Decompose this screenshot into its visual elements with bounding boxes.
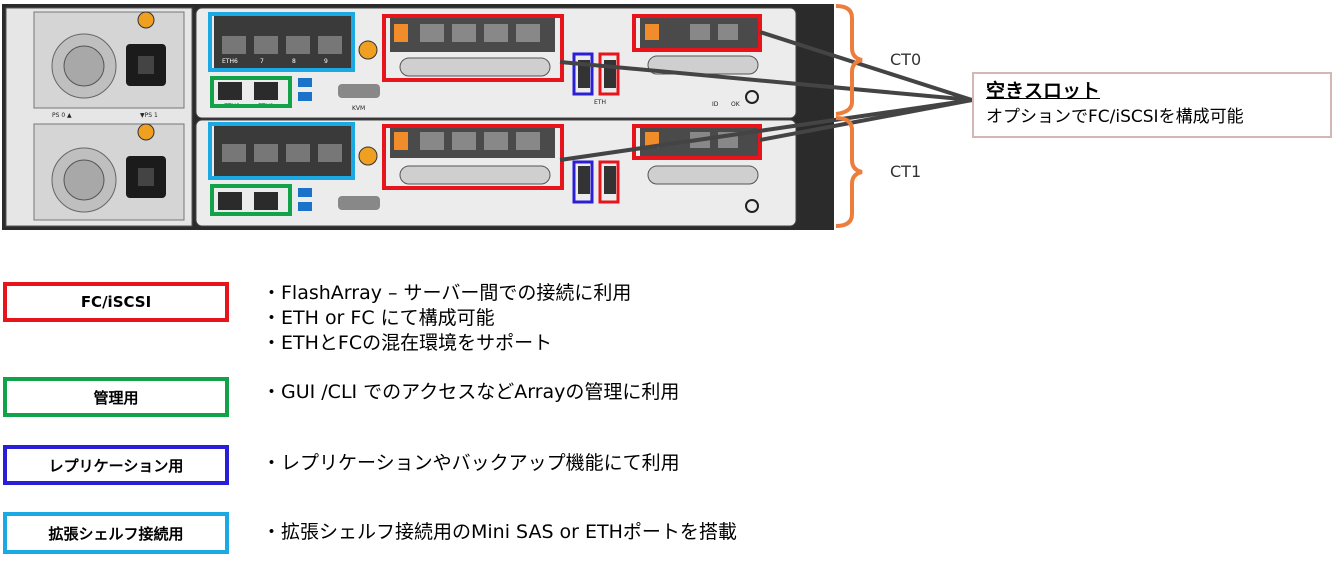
ct0-repl-port bbox=[604, 60, 616, 88]
ct1-mgmt-port bbox=[218, 192, 242, 210]
eth7-label: 7 bbox=[260, 58, 264, 65]
ct0-eth-module: ETH6 7 8 9 bbox=[214, 16, 354, 68]
legend-replication: レプリケーション用 bbox=[3, 445, 229, 485]
highlight-mgmt-ct0 bbox=[210, 76, 292, 108]
legend-fc-iscsi-label: FC/iSCSI bbox=[80, 293, 152, 311]
legend-expansion-shelf-desc: ・拡張シェルフ接続用のMini SAS or ETHポートを搭載 bbox=[262, 520, 737, 545]
ps1-label: ▼PS 1 bbox=[140, 112, 158, 119]
eth9-label: 9 bbox=[324, 58, 328, 65]
ct1-repl-port bbox=[578, 166, 590, 194]
highlight-repl-ct0 bbox=[572, 52, 594, 96]
legend-management: 管理用 bbox=[3, 377, 229, 417]
ps0-label: PS 0 ▲ bbox=[52, 112, 72, 119]
ct0-power-icon bbox=[745, 90, 759, 104]
empty-slot-callout: 空きスロット オプションでFC/iSCSIを構成可能 bbox=[972, 72, 1332, 138]
legend-expansion-shelf: 拡張シェルフ接続用 bbox=[3, 512, 229, 554]
ct1-eth-module bbox=[214, 126, 354, 176]
highlight-fc-ct0-slot0 bbox=[382, 14, 564, 82]
ct1-label: CT1 bbox=[890, 162, 922, 181]
legend-fc-iscsi-desc: ・FlashArray – サーバー間での接続に利用 ・ETH or FC にて… bbox=[262, 281, 631, 356]
leader-line bbox=[759, 30, 973, 102]
ct0-pcie-slot-0 bbox=[390, 18, 555, 77]
highlight-mgmt-ct1 bbox=[210, 184, 292, 216]
power-supply-bottom bbox=[33, 123, 185, 221]
highlight-fc-ct1-slot1 bbox=[632, 124, 762, 160]
ct0-bracket bbox=[835, 4, 863, 116]
legend-fc-iscsi: FC/iSCSI bbox=[3, 282, 229, 322]
callout-subtitle: オプションでFC/iSCSIを構成可能 bbox=[986, 107, 1244, 127]
ct1-usb-port bbox=[298, 202, 312, 211]
highlight-expansion-ct1 bbox=[208, 122, 355, 180]
ct0-kvm-port bbox=[338, 84, 380, 98]
ct1-kvm-port bbox=[338, 196, 380, 210]
desc-line: ・FlashArray – サーバー間での接続に利用 bbox=[262, 282, 632, 304]
ct0-id-label: ID bbox=[712, 101, 719, 108]
eth6-label: ETH6 bbox=[222, 58, 238, 65]
desc-line: ・GUI /CLI でのアクセスなどArrayの管理に利用 bbox=[262, 381, 680, 403]
ct1-pcie-slot-0 bbox=[390, 128, 555, 185]
ct0-usb-port bbox=[298, 92, 312, 101]
legend-expansion-shelf-label: 拡張シェルフ接続用 bbox=[48, 524, 184, 543]
highlight-repl-ct1 bbox=[572, 160, 594, 204]
ct0-kvm-label: KVM bbox=[352, 105, 365, 112]
desc-line: ・ETHとFCの混在環境をサポート bbox=[262, 332, 553, 354]
ct1-mgmt-port bbox=[254, 192, 278, 210]
ct1-usb-port bbox=[298, 188, 312, 197]
ct0-repl-port bbox=[578, 60, 590, 88]
highlight-fc-ct1-slot0 bbox=[382, 124, 564, 190]
highlight-expansion-ct0 bbox=[208, 12, 355, 72]
leader-line bbox=[559, 60, 973, 102]
ct1-power-icon bbox=[745, 199, 759, 213]
legend-management-label: 管理用 bbox=[93, 388, 139, 407]
ct0-label: CT0 bbox=[890, 50, 922, 69]
legend-replication-desc: ・レプリケーションやバックアップ機能にて利用 bbox=[262, 451, 680, 476]
ct0-pcie-slot-1 bbox=[640, 18, 760, 75]
leader-line bbox=[559, 98, 973, 162]
callout-title: 空きスロット bbox=[986, 80, 1101, 102]
ct1-repl-port bbox=[604, 166, 616, 194]
legend-replication-label: レプリケーション用 bbox=[48, 456, 184, 475]
ct1-bracket bbox=[835, 116, 863, 228]
ct0-screw-icon bbox=[358, 40, 378, 60]
highlight-repl-fc-ct0 bbox=[598, 52, 620, 96]
ct1-screw-icon bbox=[358, 146, 378, 166]
ct0-eth-label: ETH bbox=[594, 99, 606, 106]
desc-line: ・拡張シェルフ接続用のMini SAS or ETHポートを搭載 bbox=[262, 521, 737, 543]
leader-line bbox=[759, 98, 973, 142]
desc-line: ・レプリケーションやバックアップ機能にて利用 bbox=[262, 452, 680, 474]
ct0-usb-port bbox=[298, 78, 312, 87]
legend-management-desc: ・GUI /CLI でのアクセスなどArrayの管理に利用 bbox=[262, 380, 679, 405]
highlight-repl-fc-ct1 bbox=[598, 160, 620, 204]
eth8-label: 8 bbox=[292, 58, 296, 65]
ct0-ok-label: OK bbox=[731, 101, 741, 108]
storage-chassis-diagram: PS 0 ▲ ▼PS 1 ETH6 7 8 9 ETH0 ETH1 KVM bbox=[2, 4, 973, 230]
desc-line: ・ETH or FC にて構成可能 bbox=[262, 307, 495, 329]
power-supply-top bbox=[33, 11, 185, 109]
